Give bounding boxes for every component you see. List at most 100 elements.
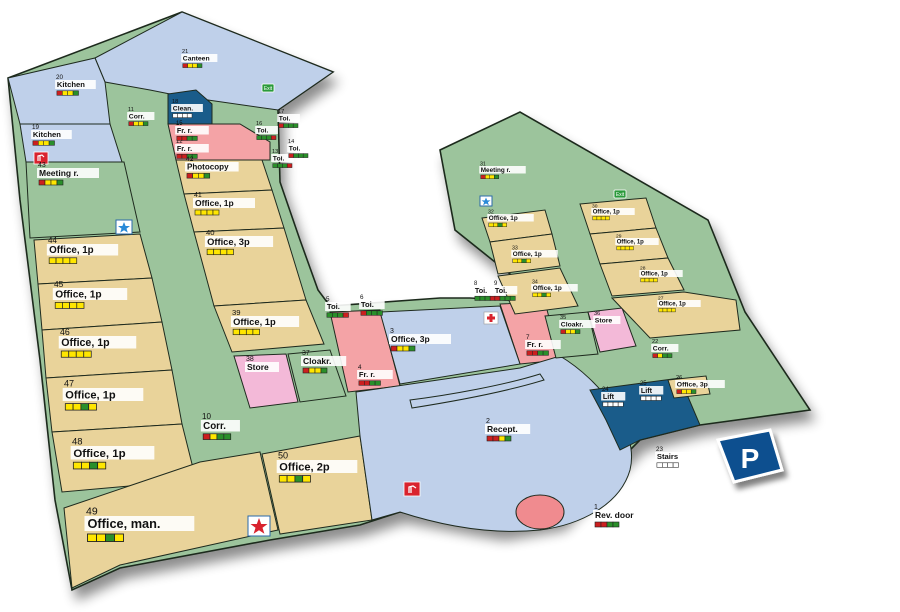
- status-cell: [408, 345, 416, 352]
- status-cell: [232, 328, 241, 336]
- status-cell: [277, 163, 283, 168]
- status-cell: [502, 222, 507, 227]
- room-name: Toi.: [327, 302, 340, 311]
- status-cell: [192, 63, 198, 68]
- status-cell: [75, 350, 85, 358]
- room-number: 29: [616, 233, 622, 239]
- status-cell: [200, 209, 208, 216]
- status-cell: [181, 135, 188, 141]
- exit-sign-icon: Exit: [261, 83, 275, 93]
- room-label-bg: [639, 386, 664, 395]
- status-cell: [256, 135, 262, 140]
- status-cell: [64, 403, 74, 411]
- status-cell: [546, 292, 551, 297]
- status-cell: [60, 350, 70, 358]
- room-number: 6: [360, 294, 364, 301]
- status-cell: [286, 475, 296, 483]
- status-cell: [62, 90, 68, 96]
- room-label-bg: [359, 300, 385, 309]
- status-cell: [105, 533, 115, 542]
- status-cell: [526, 258, 531, 263]
- room-number: 4: [358, 364, 362, 371]
- room-office-3[interactable]: [379, 305, 521, 385]
- room-number: 32: [488, 209, 494, 215]
- room-name: Office, 1p: [659, 302, 686, 308]
- room-number: 43: [38, 162, 46, 169]
- status-cell: [83, 350, 92, 358]
- room-label-bg: [531, 284, 578, 292]
- status-cell: [72, 403, 82, 411]
- status-cell: [44, 179, 52, 186]
- room-label-bg: [493, 286, 518, 295]
- exit-sign-icon: Exit: [613, 189, 627, 199]
- room-number: 28: [640, 265, 646, 271]
- room-name: Office, 1p: [617, 240, 644, 246]
- room-number: 41: [194, 192, 202, 199]
- room-name: Stairs: [657, 452, 678, 461]
- room-name: Canteen: [183, 55, 210, 62]
- room-label-bg: [591, 208, 635, 215]
- room-name: Lift: [641, 386, 653, 395]
- status-cell: [278, 475, 288, 483]
- room-name: Meeting r.: [39, 168, 79, 178]
- status-cell: [133, 121, 139, 126]
- status-cell: [298, 153, 304, 158]
- room-number: 31: [480, 161, 486, 167]
- status-cell: [320, 367, 328, 374]
- status-cell: [191, 153, 198, 159]
- status-cell: [56, 90, 63, 96]
- room-label-bg: [181, 54, 218, 62]
- status-cell: [314, 367, 322, 374]
- room-number: 45: [54, 279, 64, 289]
- room-name: Fr. r.: [177, 126, 192, 135]
- status-cell: [288, 123, 294, 128]
- room-label-bg: [655, 452, 691, 461]
- room-number: 33: [512, 245, 518, 251]
- status-cell: [565, 329, 571, 334]
- status-cell: [48, 257, 57, 264]
- room-label-bg: [52, 288, 128, 300]
- room-name: Office, 1p: [49, 245, 94, 256]
- star-icon: [247, 515, 271, 537]
- status-cell: [212, 209, 220, 216]
- status-cell: [223, 433, 232, 440]
- room-office-27[interactable]: [610, 291, 741, 339]
- room-label-bg: [46, 244, 119, 256]
- status-cell: [206, 248, 215, 256]
- room-number: 8: [474, 281, 478, 287]
- status-cell: [504, 295, 511, 301]
- status-cell: [366, 310, 372, 316]
- room-number: 1: [594, 504, 598, 511]
- room-name: Fr. r.: [359, 370, 375, 379]
- status-cell: [72, 90, 79, 96]
- status-cell: [489, 174, 495, 179]
- status-cell: [676, 389, 682, 394]
- room-name: Toi.: [289, 145, 301, 152]
- status-cell: [288, 153, 294, 158]
- room-number: 18: [172, 99, 178, 105]
- status-cell: [612, 401, 619, 407]
- status-cell: [97, 461, 107, 470]
- status-cell: [194, 209, 202, 216]
- room-label-bg: [651, 344, 679, 352]
- room-label-bg: [485, 424, 531, 434]
- status-cell: [484, 295, 491, 301]
- status-cell: [286, 163, 293, 168]
- status-cell: [570, 329, 576, 334]
- room-number: 40: [206, 228, 215, 237]
- star-icon: [115, 219, 133, 235]
- room-label-bg: [277, 114, 300, 122]
- room-number: 35: [560, 315, 566, 321]
- status-cell: [80, 403, 90, 411]
- room-name: Office, 3p: [391, 334, 430, 344]
- status-cell: [600, 216, 606, 221]
- rev-door[interactable]: [515, 494, 565, 530]
- room-label-bg: [287, 144, 310, 152]
